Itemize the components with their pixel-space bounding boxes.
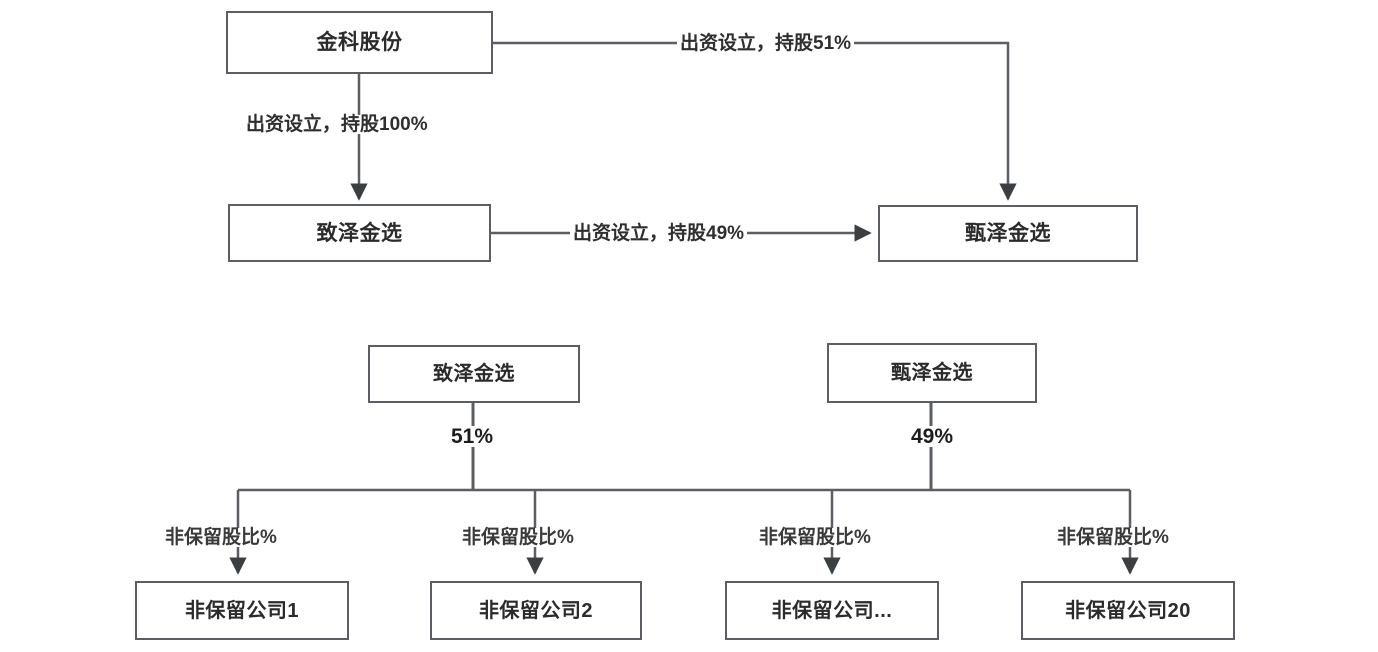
share-label-holder-1: 51%	[448, 426, 497, 447]
node-holder-1[interactable]: 致泽金选	[368, 345, 580, 403]
node-parent-company-label: 金科股份	[316, 31, 403, 54]
edge-label-parent-to-right-sub: 出资设立，持股51%	[677, 34, 855, 53]
edge-label-parent-to-left-sub: 出资设立，持股100%	[243, 115, 431, 134]
node-left-sub-upper-label: 致泽金选	[316, 221, 403, 245]
node-parent-company[interactable]: 金科股份	[226, 11, 493, 74]
node-holder-2[interactable]: 甄泽金选	[827, 343, 1037, 403]
edge-label-leaf-4: 非保留股比%	[1055, 527, 1171, 548]
node-left-sub-upper[interactable]: 致泽金选	[228, 204, 491, 262]
node-leaf-2[interactable]: 非保留公司2	[430, 581, 642, 640]
node-holder-1-label: 致泽金选	[433, 363, 515, 385]
share-label-holder-2: 49%	[908, 426, 957, 447]
node-leaf-3-label: 非保留公司...	[771, 599, 893, 622]
node-leaf-2-label: 非保留公司2	[478, 599, 594, 622]
node-leaf-1[interactable]: 非保留公司1	[135, 581, 349, 640]
edge-label-leaf-1: 非保留股比%	[163, 527, 279, 548]
node-right-sub-upper-label: 甄泽金选	[965, 222, 1051, 245]
node-holder-2-label: 甄泽金选	[891, 362, 973, 384]
edge-label-leaf-2: 非保留股比%	[460, 527, 576, 548]
node-leaf-1-label: 非保留公司1	[184, 599, 300, 622]
edge-label-leaf-3: 非保留股比%	[757, 527, 873, 548]
node-right-sub-upper[interactable]: 甄泽金选	[878, 205, 1138, 262]
node-leaf-4[interactable]: 非保留公司20	[1021, 581, 1235, 640]
node-leaf-3[interactable]: 非保留公司...	[725, 581, 939, 640]
node-leaf-4-label: 非保留公司20	[1065, 599, 1191, 622]
edge-parent-to-right-sub	[493, 41, 1017, 201]
edge-label-left-sub-to-right-sub: 出资设立，持股49%	[570, 224, 748, 243]
